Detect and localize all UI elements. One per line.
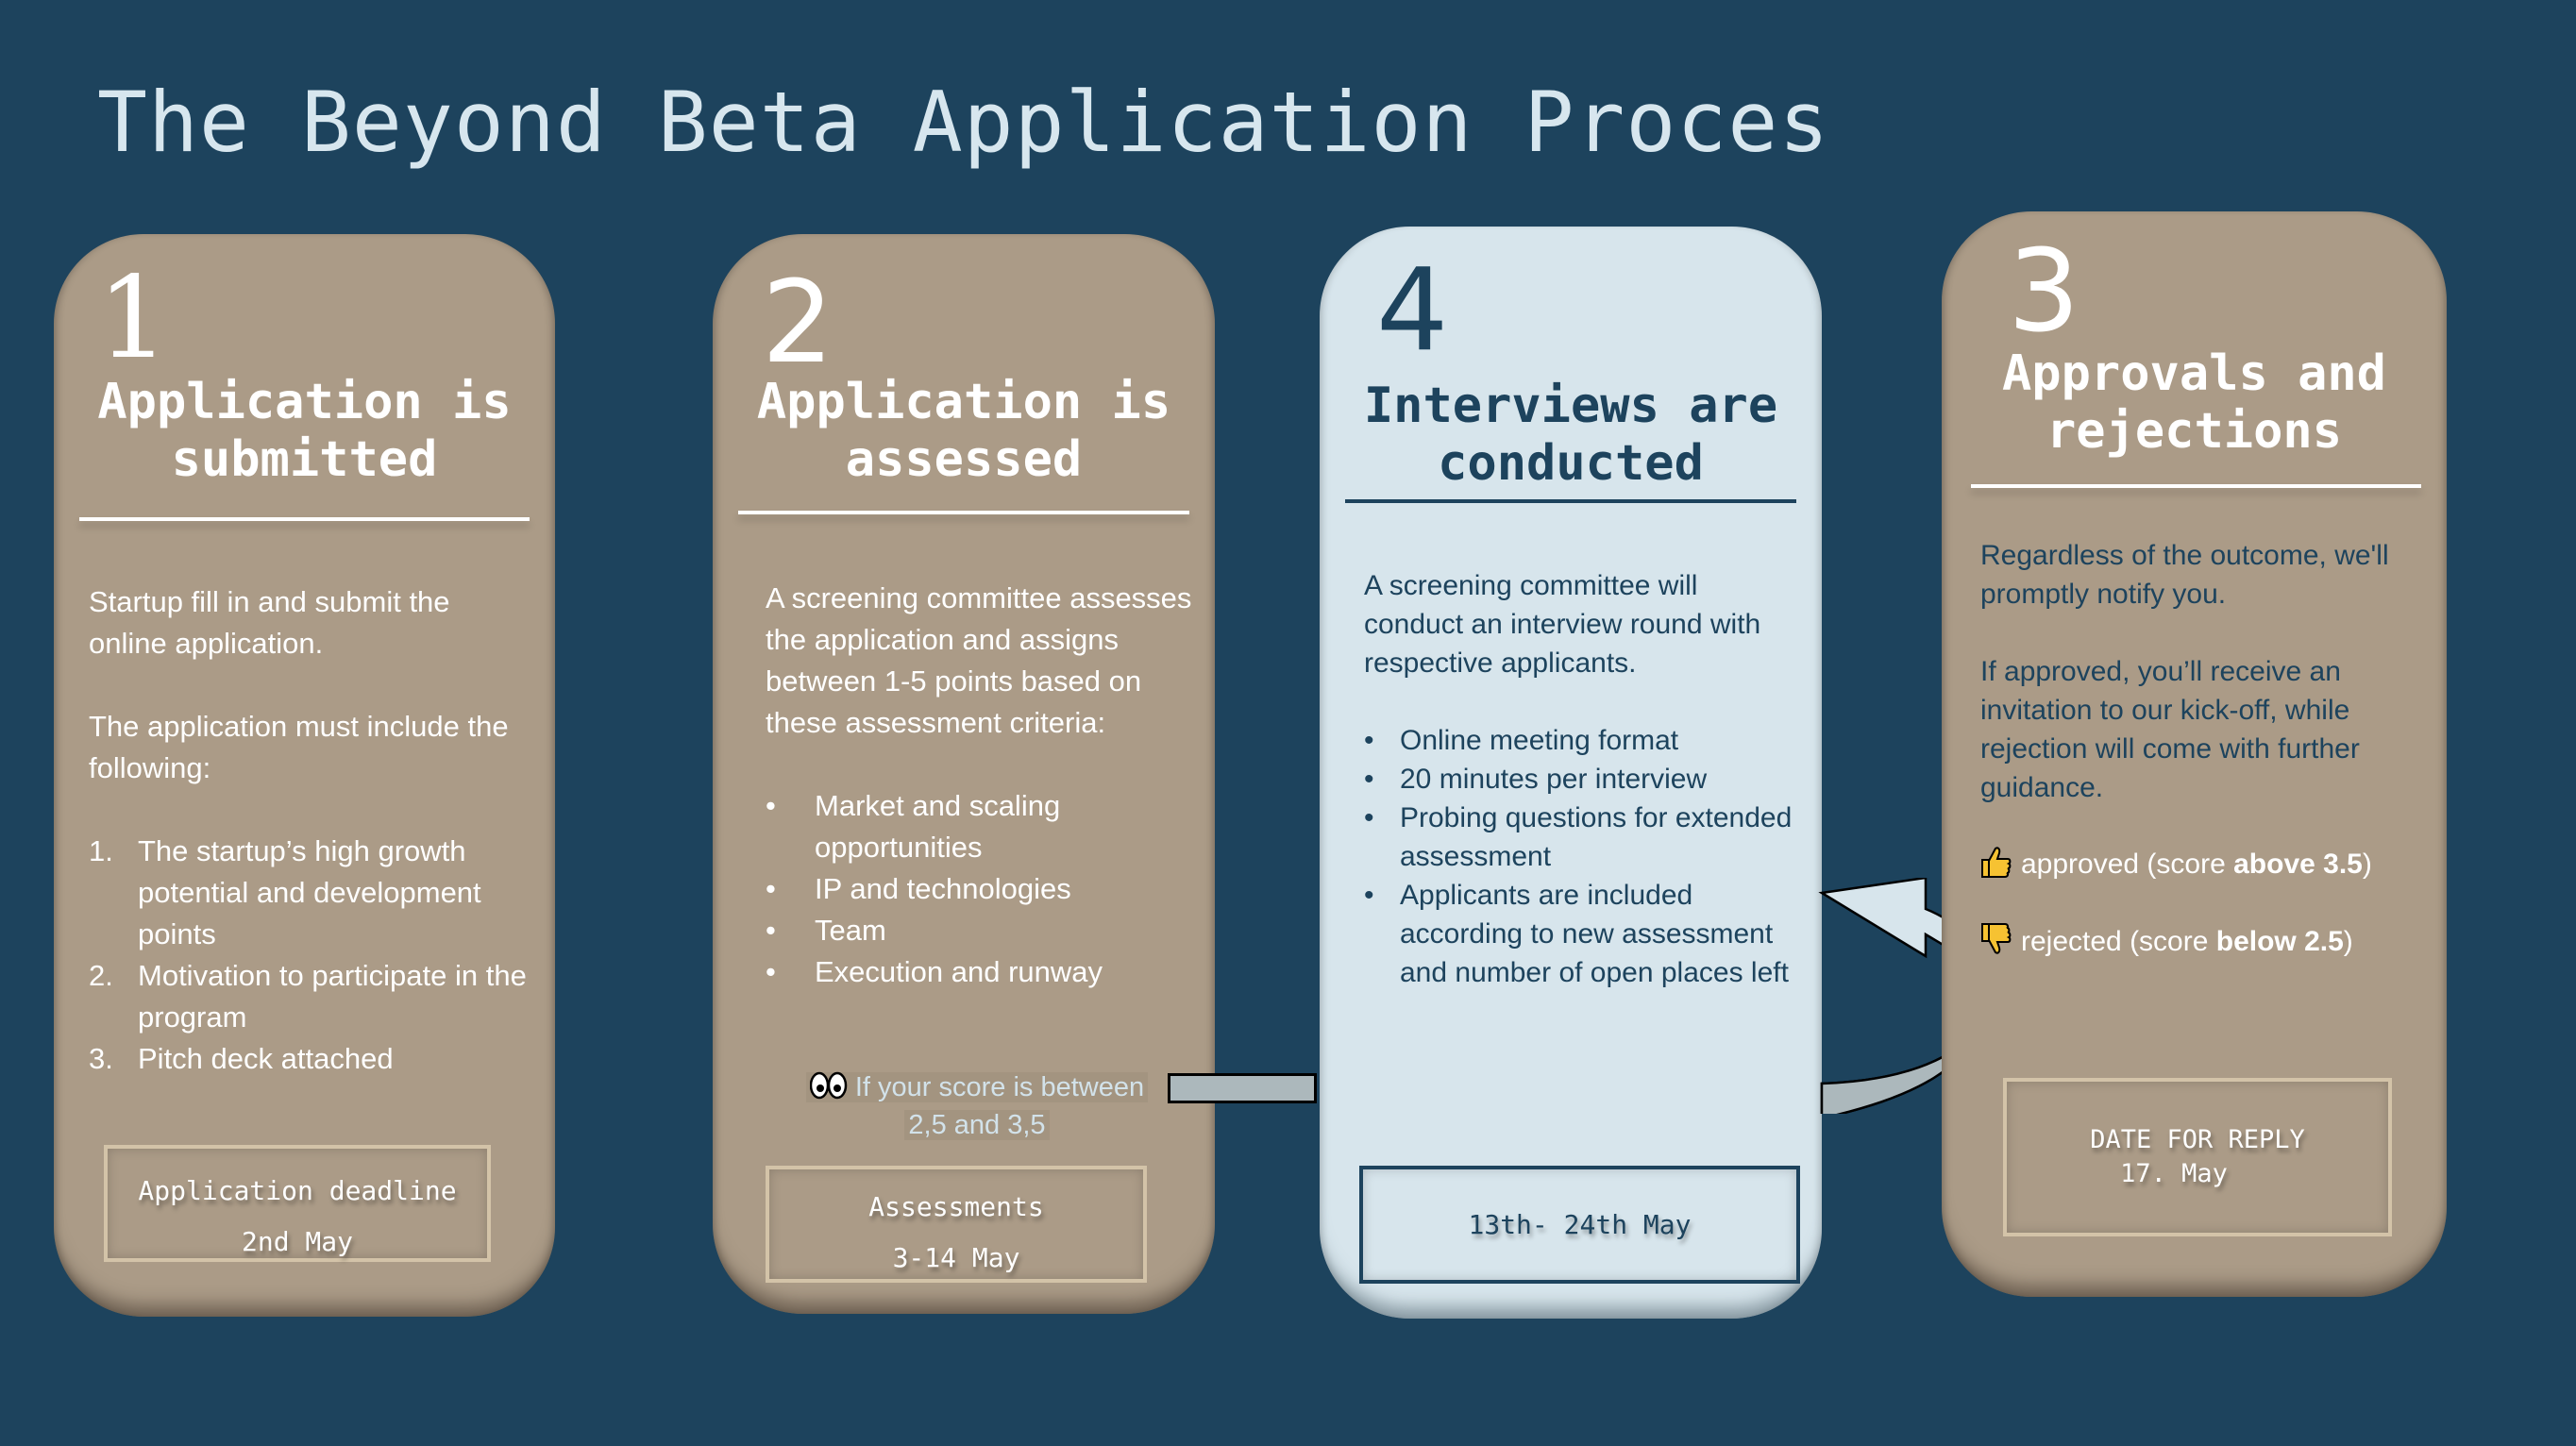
lead-text: The application must include the followi… <box>89 710 509 784</box>
hint-line-2: 2,5 and 3,5 <box>904 1110 1050 1140</box>
step-description: Startup fill in and submit the online ap… <box>89 581 527 1080</box>
approved-line: approved (score above 3.5) <box>1979 844 2372 885</box>
eyes-icon <box>809 1071 848 1100</box>
divider <box>738 511 1189 514</box>
list-item: •Online meeting format <box>1364 725 1679 756</box>
step-number: 3 <box>2008 227 2080 358</box>
divider <box>79 517 530 521</box>
interview-details-list: •Online meeting format •20 minutes per i… <box>1364 721 1803 992</box>
list-item: 3.Pitch deck attached <box>89 1042 394 1075</box>
step-card-assessed: 2 Application is assessed A screening co… <box>713 234 1215 1314</box>
rejected-line: rejected (score below 2.5) <box>1979 921 2353 963</box>
date-label: Assessments <box>868 1191 1044 1222</box>
intro-text: A screening committee will conduct an in… <box>1364 570 1761 679</box>
reply-date-box: DATE FOR REPLY 17. May <box>2003 1078 2392 1236</box>
interview-dates-box: 13th- 24th May <box>1359 1166 1800 1284</box>
page-title: The Beyond Beta Application Proces <box>97 74 1830 171</box>
list-item: •20 minutes per interview <box>1364 764 1708 795</box>
list-item: •Applicants are included according to ne… <box>1364 880 1789 988</box>
thumbs-down-icon <box>1981 923 2012 954</box>
step-card-interviews: 4 Interviews are conducted A screening c… <box>1320 227 1822 1319</box>
step-heading: Application is assessed <box>756 374 1171 488</box>
date-value: 13th- 24th May <box>1468 1209 1692 1240</box>
list-item: •Probing questions for extended assessme… <box>1364 802 1793 872</box>
criteria-list: •Market and scaling opportunities •IP an… <box>766 785 1192 993</box>
intro-text: Regardless of the outcome, we'll promptl… <box>1980 540 2389 610</box>
list-item: 1.The startup’s high growth potential an… <box>89 834 481 950</box>
step-description: Regardless of the outcome, we'll promptl… <box>1980 536 2428 807</box>
step-description: A screening committee will conduct an in… <box>1364 566 1803 992</box>
step-heading: Application is submitted <box>97 374 512 488</box>
connector-bar <box>1168 1073 1317 1103</box>
step-description: A screening committee assesses the appli… <box>766 578 1192 993</box>
list-item: •Market and scaling opportunities <box>766 789 1061 864</box>
step-number: 1 <box>97 253 170 384</box>
list-item: •IP and technologies <box>766 872 1071 905</box>
date-label: DATE FOR REPLY <box>2090 1125 2305 1154</box>
date-value: 17. May <box>2120 1159 2228 1188</box>
divider <box>1971 484 2421 488</box>
detail-text: If approved, you’ll receive an invitatio… <box>1980 656 2360 803</box>
score-hint: If your score is between 2,5 and 3,5 <box>779 1068 1175 1144</box>
assessments-box: Assessments 3-14 May <box>766 1166 1147 1283</box>
date-value: 2nd May <box>241 1226 353 1257</box>
list-item: •Execution and runway <box>766 955 1103 988</box>
intro-text: A screening committee assesses the appli… <box>766 581 1192 739</box>
requirements-list: 1.The startup’s high growth potential an… <box>89 831 527 1080</box>
step-heading: Interviews are conducted <box>1363 378 1778 492</box>
step-number: 4 <box>1376 245 1449 377</box>
step-card-submitted: 1 Application is submitted Startup fill … <box>54 234 555 1317</box>
date-label: Application deadline <box>138 1175 457 1206</box>
divider <box>1345 499 1796 503</box>
intro-text: Startup fill in and submit the online ap… <box>89 585 450 660</box>
date-value: 3-14 May <box>892 1242 1020 1273</box>
thumbs-up-icon <box>1981 847 2012 878</box>
step-card-approvals: 3 Approvals and rejections Regardless of… <box>1942 211 2447 1297</box>
list-item: 2.Motivation to participate in the progr… <box>89 959 527 1034</box>
step-number: 2 <box>762 258 834 389</box>
list-item: •Team <box>766 914 886 947</box>
step-heading: Approvals and rejections <box>2002 345 2386 460</box>
deadline-box: Application deadline 2nd May <box>104 1145 491 1262</box>
hint-line-1: If your score is between <box>854 1072 1145 1102</box>
